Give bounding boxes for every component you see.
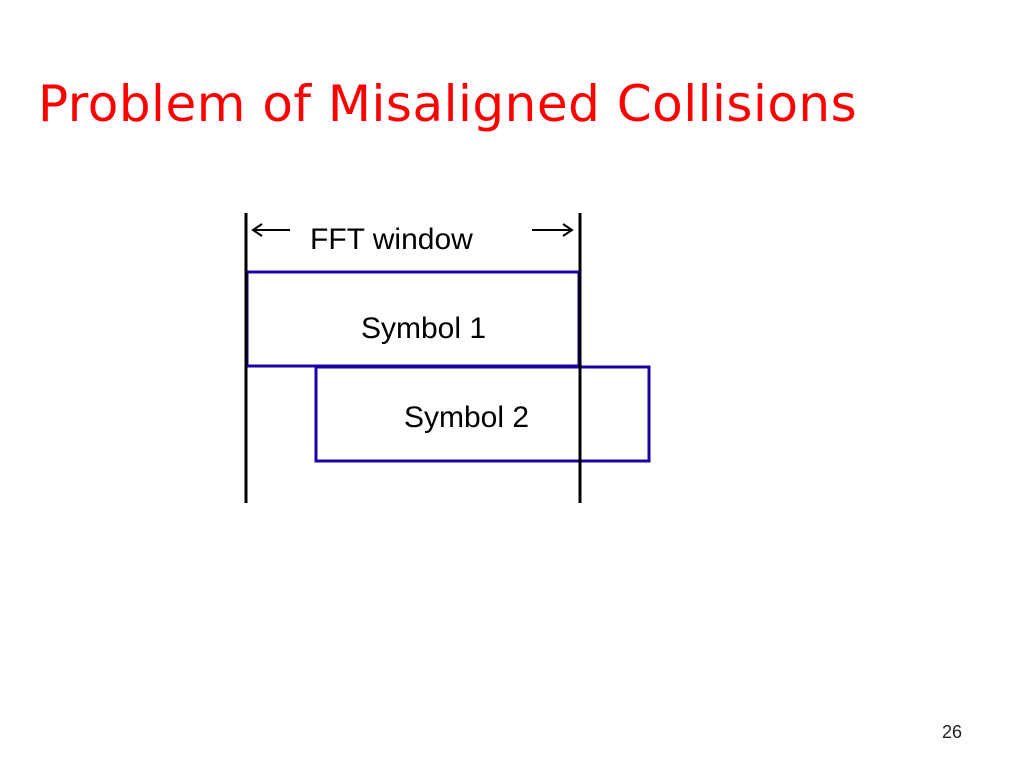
fft-window-label: FFT window	[310, 223, 473, 256]
left-arrow-icon	[251, 223, 290, 237]
symbol-2-label: Symbol 2	[404, 401, 529, 434]
symbol-1-label: Symbol 1	[361, 312, 486, 345]
right-arrow-icon	[532, 223, 574, 237]
slide-title: Problem of Misaligned Collisions	[38, 75, 858, 133]
page-number: 26	[941, 722, 962, 742]
symbol-2-box	[314, 365, 651, 463]
